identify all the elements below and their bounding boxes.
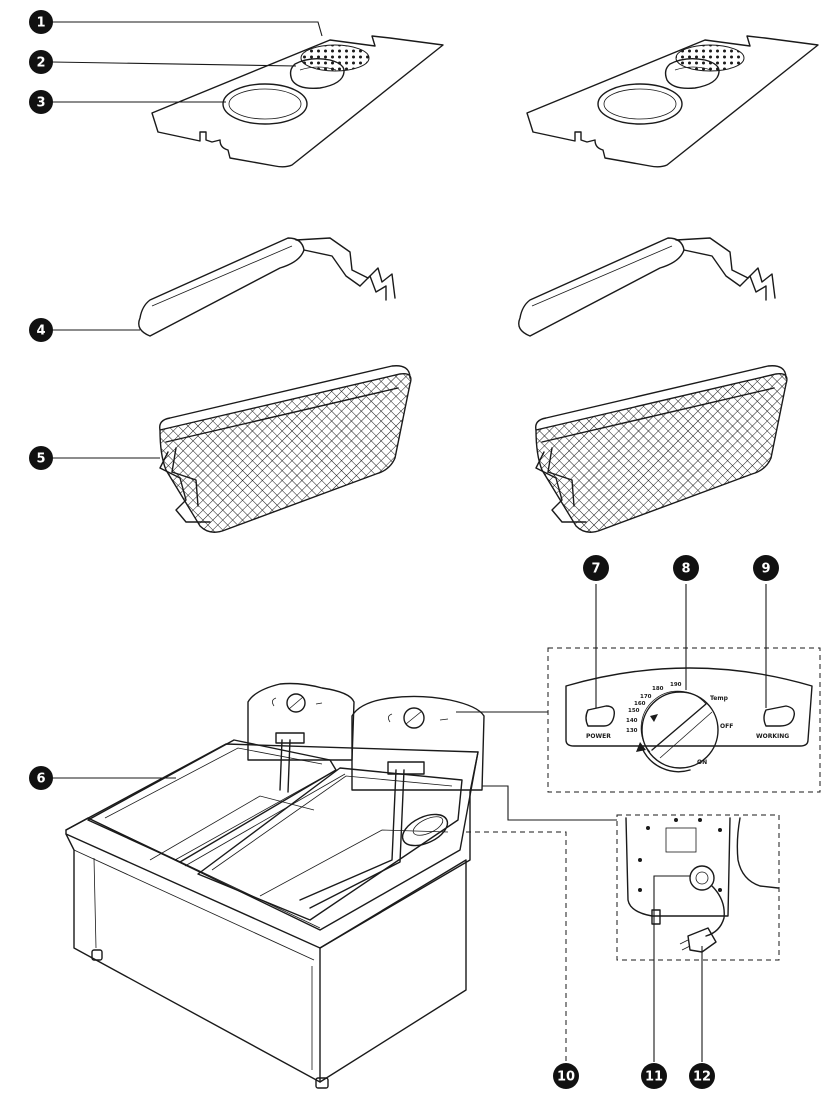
svg-text:6: 6	[36, 772, 45, 787]
lid-handle	[289, 57, 345, 90]
svg-text:11: 11	[645, 1070, 663, 1085]
scale-140: 140	[626, 718, 638, 724]
svg-text:12: 12	[693, 1070, 711, 1085]
on-label: ON	[697, 759, 707, 766]
svg-text:9: 9	[761, 562, 770, 577]
svg-text:7: 7	[591, 562, 600, 577]
scale-150: 150	[628, 708, 640, 714]
knob-pointer-icon	[650, 714, 658, 722]
callout-5: 5	[29, 446, 53, 470]
temp-label: Temp	[710, 695, 729, 702]
working-indicator-icon	[763, 705, 796, 727]
svg-text:4: 4	[36, 324, 45, 339]
lid-right	[526, 35, 819, 168]
plug-icon	[687, 927, 717, 953]
scale-160: 160	[634, 701, 646, 707]
power-label: POWER	[586, 733, 611, 740]
fryer-body	[65, 682, 485, 1089]
frying-basket-right	[535, 365, 788, 533]
callout-3: 3	[29, 90, 53, 114]
callout-10: 10	[553, 1063, 579, 1089]
callout-4: 4	[29, 318, 53, 342]
frying-basket-left	[159, 365, 412, 533]
cord-storage-icon	[689, 865, 715, 891]
lid-left	[151, 35, 444, 168]
off-label: OFF	[720, 723, 733, 730]
scale-170: 170	[640, 694, 652, 700]
callout-12: 12	[689, 1063, 715, 1089]
rear-detail	[616, 814, 780, 961]
callout-1: 1	[29, 10, 53, 34]
svg-text:10: 10	[557, 1070, 575, 1085]
temperature-knob	[641, 691, 719, 769]
callout-7: 7	[583, 555, 609, 581]
svg-text:3: 3	[36, 96, 45, 111]
scale-190: 190	[670, 682, 682, 688]
power-indicator-icon	[585, 705, 616, 727]
callout-8: 8	[673, 555, 699, 581]
svg-text:5: 5	[36, 452, 45, 467]
basket-handle-right	[518, 237, 776, 337]
svg-text:2: 2	[36, 56, 45, 71]
working-label: WORKING	[756, 733, 789, 740]
callout-9: 9	[753, 555, 779, 581]
scale-130: 130	[626, 728, 638, 734]
lid-viewing-window	[222, 83, 308, 125]
lid-filter-vent	[300, 44, 370, 72]
callout-2: 2	[29, 50, 53, 74]
control-panel-detail: POWER WORKING Temp OFF ON 130 140 150 16…	[547, 647, 821, 793]
scale-180: 180	[652, 686, 664, 692]
svg-text:8: 8	[681, 562, 690, 577]
callout-6: 6	[29, 766, 53, 790]
basket-handle-left	[138, 237, 396, 337]
svg-text:1: 1	[36, 16, 45, 31]
callout-11: 11	[641, 1063, 667, 1089]
